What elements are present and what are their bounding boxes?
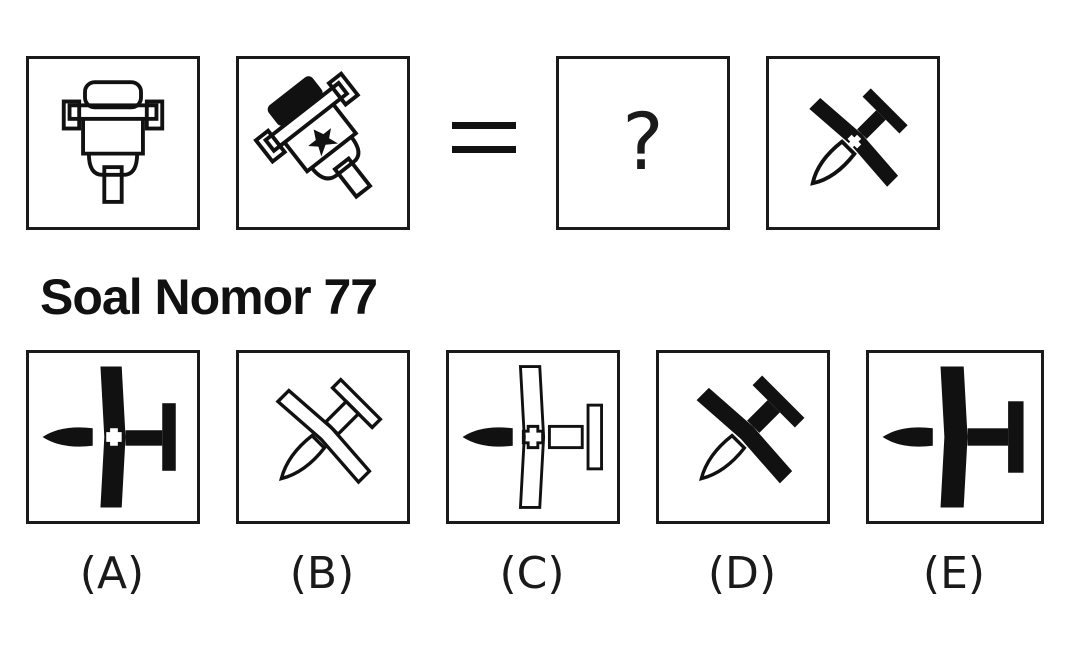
vehicle-star-rotated-icon <box>253 70 373 200</box>
analogy-panel-4 <box>766 56 940 230</box>
analogy-panel-1 <box>26 56 200 230</box>
airplane-black-rotated-icon <box>696 375 805 484</box>
vehicle-outline-front-icon <box>61 80 165 204</box>
equals-sign-icon <box>452 122 516 153</box>
airplane-black-cross-rotated-icon <box>809 88 908 187</box>
option-b-panel[interactable] <box>236 350 410 524</box>
option-e-panel[interactable] <box>866 350 1044 524</box>
option-d-label[interactable]: (D) <box>707 548 777 599</box>
option-a-label[interactable]: (A) <box>79 548 145 599</box>
option-e-label[interactable]: (E) <box>922 548 986 599</box>
analogy-panel-2 <box>236 56 410 230</box>
option-b-label[interactable]: (B) <box>289 548 355 599</box>
option-d-panel[interactable] <box>656 350 830 524</box>
airplane-outline-rotated-icon <box>275 377 383 485</box>
airplane-black-icon <box>882 366 1024 508</box>
option-a-panel[interactable] <box>26 350 200 524</box>
question-title: Soal Nomor 77 <box>40 269 378 325</box>
airplane-outline-cross-icon <box>462 365 603 509</box>
option-c-label[interactable]: (C) <box>499 548 565 599</box>
analogy-panel-unknown: ? <box>556 56 730 230</box>
airplane-black-cross-icon <box>42 366 176 508</box>
option-c-panel[interactable] <box>446 350 620 524</box>
question-mark: ? <box>622 98 664 188</box>
